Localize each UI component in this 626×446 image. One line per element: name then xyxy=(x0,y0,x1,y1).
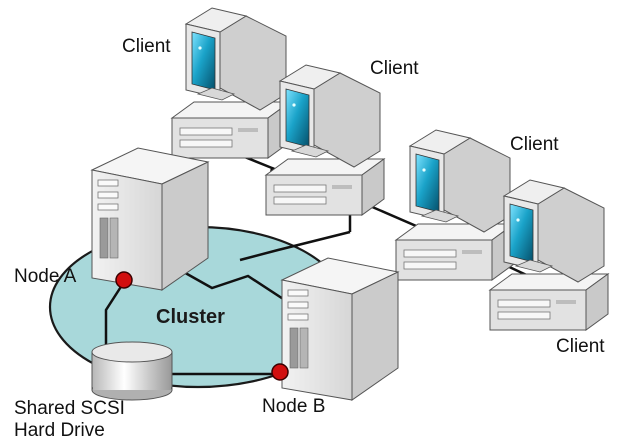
shared-drive-label-line1: Shared SCSI xyxy=(14,398,125,419)
node-a-label: Node A xyxy=(14,266,77,287)
node-b-label: Node B xyxy=(262,396,326,417)
server-node-b-icon xyxy=(281,257,399,401)
client-label-1: Client xyxy=(122,36,171,57)
client-label-3: Client xyxy=(510,134,559,155)
client-label-4: Client xyxy=(556,336,605,357)
disk-cylinder-icon xyxy=(91,341,173,401)
shared-drive-label-line2: Hard Drive xyxy=(14,420,105,441)
node-a-connector xyxy=(115,271,133,289)
client-computer-icon xyxy=(171,7,291,159)
client-label-2: Client xyxy=(370,58,419,79)
client-computer-icon xyxy=(265,64,385,216)
node-b-connector xyxy=(271,363,289,381)
client-computer-icon xyxy=(395,129,515,281)
server-node-a-icon xyxy=(91,147,209,291)
client-computer-icon xyxy=(489,179,609,331)
cluster-label: Cluster xyxy=(156,306,225,328)
